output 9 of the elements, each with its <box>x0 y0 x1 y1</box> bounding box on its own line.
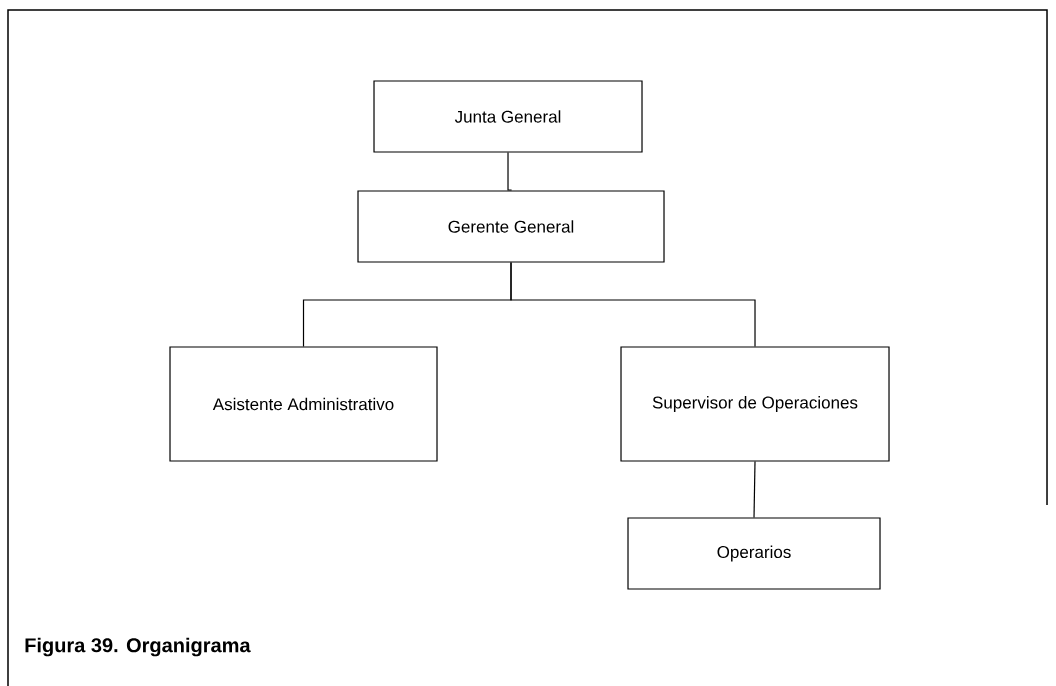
connector-line <box>510 262 756 347</box>
figure-caption: Figura 39. Organigrama <box>25 637 251 657</box>
connector-line <box>507 152 512 191</box>
org-box: Junta General <box>373 80 643 153</box>
org-box: Supervisor de Operaciones <box>620 346 890 462</box>
connector-line <box>753 461 756 518</box>
org-box: Asistente Administrativo <box>169 346 438 462</box>
org-box: Operarios <box>627 517 881 590</box>
org-box: Gerente General <box>357 190 665 263</box>
